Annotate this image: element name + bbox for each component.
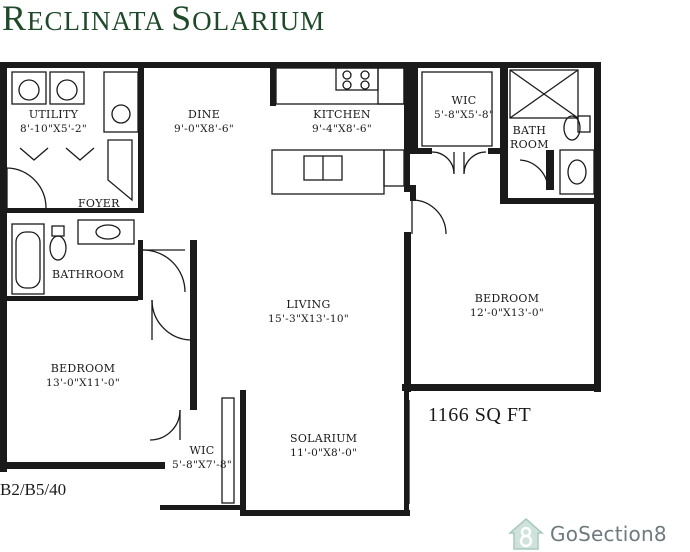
room-solarium: SOLARIUM 11'-0"X8'-0" [290,432,357,460]
room-living: LIVING 15'-3"X13'-10" [268,298,349,326]
room-foyer: FOYER [78,197,120,211]
room-dims: 9'-4"X8'-6" [312,123,373,135]
room-kitchen: KITCHEN 9'-4"X8'-6" [312,108,372,136]
room-dims: 5'-8"X7'-8" [172,459,233,471]
room-name-line2: ROOM [510,138,549,151]
room-bedroom-left: BEDROOM 13'-0"X11'-0" [46,362,120,390]
room-wic-master: WIC 5'-8"X5'-8" [434,94,494,122]
room-dims: 13'-0"X11'-0" [46,377,120,389]
room-name: DINE [188,108,221,121]
room-dims: 12'-0"X13'-0" [470,307,544,319]
room-name: UTILITY [28,108,79,121]
fixtures [0,67,595,516]
room-name: KITCHEN [313,108,371,121]
room-name: LIVING [286,298,331,311]
room-dims: 15'-3"X13'-10" [268,313,349,325]
unit-code-label: B2/B5/40 [0,480,67,499]
title-letter: R [2,0,28,38]
plan-title: RECLINATA SOLARIUM [2,0,325,46]
brand-name: GoSection8 [550,522,667,546]
title-word: OLARIUM [192,6,326,36]
room-name: BEDROOM [50,362,116,375]
title-letter: S [171,0,193,38]
room-utility: UTILITY 8'-10"X5'-2" [20,108,87,136]
room-name: BEDROOM [474,292,540,305]
room-bathroom: BATHROOM [52,268,124,282]
walls [0,62,601,516]
square-footage-label: 1166 SQ FT [428,404,532,426]
room-bedroom-right: BEDROOM 12'-0"X13'-0" [470,292,544,320]
room-dims: 9'-0"X8'-6" [174,123,235,135]
room-wic-second: WIC 5'-8"X7'-8" [172,444,232,472]
room-bath-master: BATH ROOM [510,124,549,152]
house-8-logo-icon [508,518,544,550]
room-name: WIC [451,94,477,107]
room-dine: DINE 9'-0"X8'-6" [174,108,234,136]
room-dims: 8'-10"X5'-2" [20,123,88,135]
room-name: BATH [512,124,547,137]
brand-watermark: GoSection8 [508,517,667,551]
title-word: ECLINATA [27,6,172,36]
room-name: BATHROOM [52,268,125,281]
room-name: WIC [189,444,215,457]
room-name: SOLARIUM [290,432,358,445]
room-dims: 5'-8"X5'-8" [434,109,495,121]
room-dims: 11'-0"X8'-0" [290,447,358,459]
room-name: FOYER [78,197,120,210]
